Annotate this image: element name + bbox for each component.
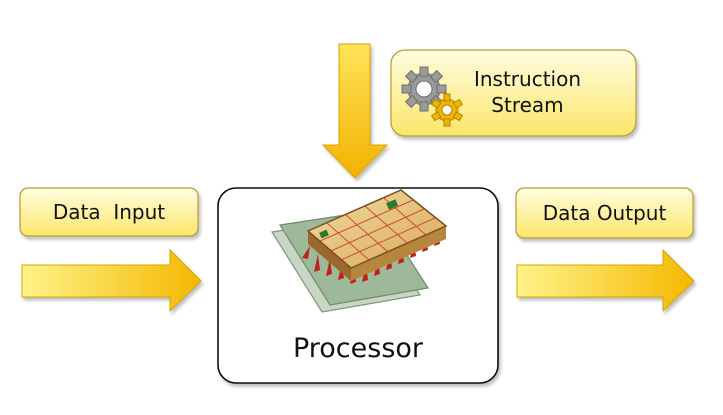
gears-icon <box>401 66 464 127</box>
data-output-arrow <box>516 248 695 313</box>
data-input-label-box <box>19 187 199 237</box>
data-input-arrow <box>21 248 202 313</box>
chip-icon <box>271 189 448 313</box>
data-output-label-box <box>515 187 694 239</box>
instruction-stream-arrow <box>321 43 389 179</box>
